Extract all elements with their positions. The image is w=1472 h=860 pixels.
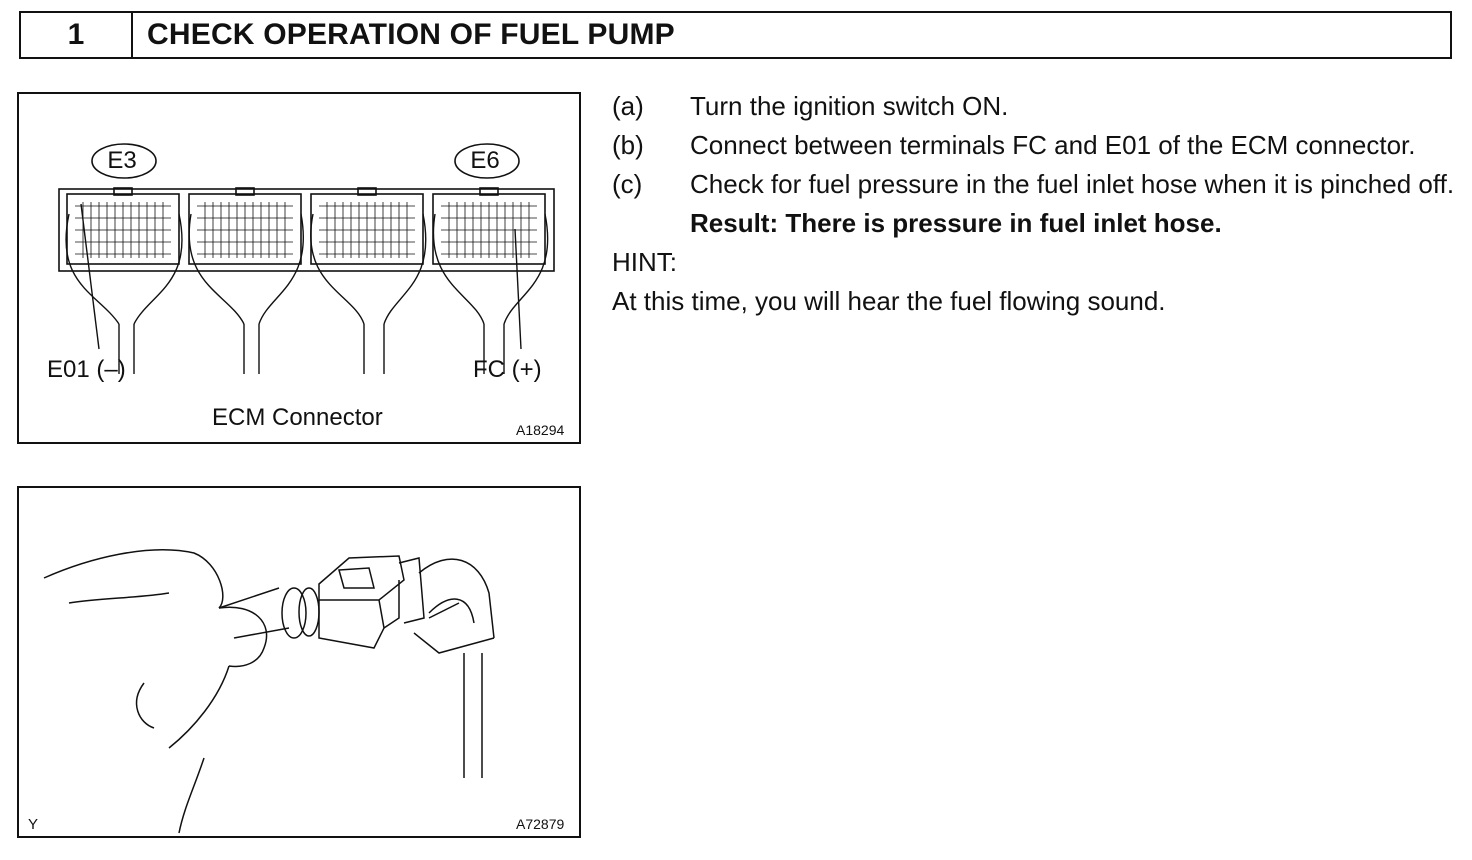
fc-terminal-label: FC (+) — [473, 356, 542, 383]
step-marker: (b) — [612, 130, 644, 160]
step-marker: (c) — [612, 169, 643, 199]
step-c: (c) Check for fuel pressure in the fuel … — [612, 165, 1455, 204]
ecm-connector-drawing — [58, 143, 555, 374]
hint-text: At this time, you will hear the fuel flo… — [612, 286, 1166, 316]
fuel-hose-drawing — [43, 549, 495, 834]
ecm-connector-figure: E3 E6 E01 (–) FC (+) ECM Connector A1829… — [17, 92, 581, 444]
step-a: (a) Turn the ignition switch ON. — [612, 87, 1455, 126]
hint-label: HINT: — [612, 247, 677, 277]
step-header: 1 CHECK OPERATION OF FUEL PUMP — [19, 11, 1452, 59]
step-b: (b) Connect between terminals FC and E01… — [612, 126, 1455, 165]
figure-code: A72879 — [516, 816, 565, 832]
fuel-hose-figure: Y A72879 — [17, 486, 581, 838]
instructions: (a) Turn the ignition switch ON. (b) Con… — [612, 87, 1455, 321]
result-text: Result: There is pressure in fuel inlet … — [690, 208, 1222, 238]
figure-caption: ECM Connector — [212, 404, 383, 431]
e6-callout: E6 — [470, 147, 500, 174]
step-title: CHECK OPERATION OF FUEL PUMP — [147, 18, 675, 51]
e3-callout: E3 — [107, 147, 137, 174]
step-text: Connect between terminals FC and E01 of … — [690, 130, 1416, 160]
corner-mark: Y — [28, 816, 39, 833]
step-text: Turn the ignition switch ON. — [690, 91, 1009, 121]
step-number: 1 — [21, 13, 133, 57]
e01-terminal-label: E01 (–) — [47, 356, 126, 383]
step-text: Check for fuel pressure in the fuel inle… — [690, 169, 1455, 199]
step-marker: (a) — [612, 91, 644, 121]
figure-code: A18294 — [516, 422, 565, 438]
